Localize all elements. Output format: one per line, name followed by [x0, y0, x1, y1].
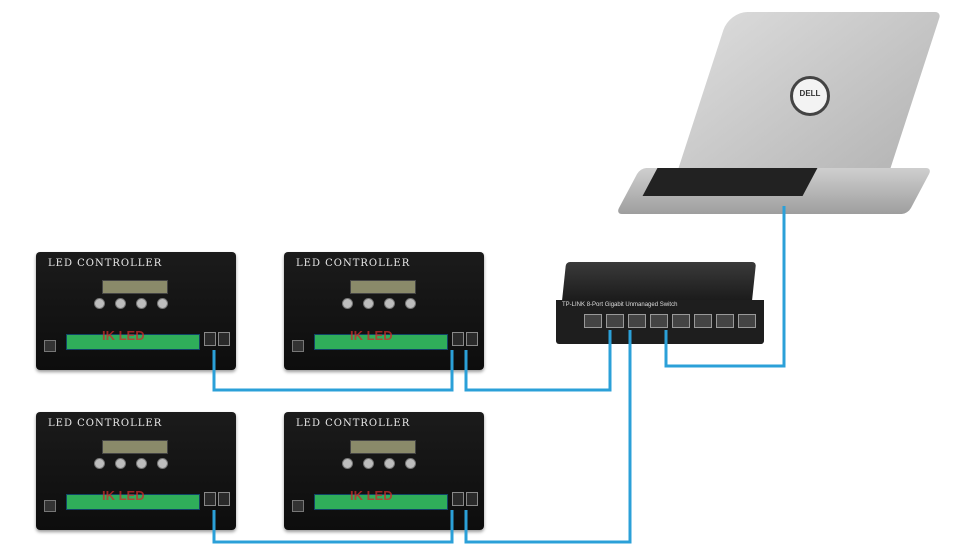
switch-brand: TP-LINK 8-Port Gigabit Unmanaged Switch [562, 302, 678, 308]
ok-button [157, 298, 168, 309]
ethernet-port [452, 492, 464, 506]
power-switch [44, 340, 56, 352]
terminal-block [314, 334, 448, 350]
controller-buttons [94, 458, 184, 472]
switch-port [738, 314, 756, 328]
switch-port [584, 314, 602, 328]
cable-controller1-to-controller2 [212, 350, 454, 392]
ethernet-ports [204, 492, 230, 506]
switch-port [650, 314, 668, 328]
network-switch: TP-LINK 8-Port Gigabit Unmanaged Switch [556, 262, 764, 344]
controller-title: LED CONTROLLER [296, 418, 411, 429]
down-button [136, 458, 147, 469]
controller-lcd [350, 440, 416, 454]
power-switch [44, 500, 56, 512]
led-controller: LED CONTROLLER IK LED [36, 412, 236, 530]
cable-controller4-to-switch [464, 330, 632, 544]
controller-brand: IK LED [350, 488, 393, 503]
ethernet-port [204, 332, 216, 346]
led-controller: LED CONTROLLER IK LED [36, 252, 236, 370]
controller-buttons [94, 298, 184, 312]
ethernet-port [466, 492, 478, 506]
ethernet-port [204, 492, 216, 506]
controller-lcd [102, 280, 168, 294]
ok-button [405, 458, 416, 469]
ethernet-ports [204, 332, 230, 346]
controller-title: LED CONTROLLER [296, 258, 411, 269]
switch-port [672, 314, 690, 328]
controller-buttons [342, 458, 432, 472]
power-switch [292, 340, 304, 352]
up-button [115, 458, 126, 469]
ethernet-ports [452, 332, 478, 346]
controller-brand: IK LED [350, 328, 393, 343]
power-switch [292, 500, 304, 512]
menu-button [342, 458, 353, 469]
menu-button [94, 458, 105, 469]
terminal-block [66, 334, 200, 350]
menu-button [342, 298, 353, 309]
controller-title: LED CONTROLLER [48, 418, 163, 429]
switch-port [694, 314, 712, 328]
down-button [384, 298, 395, 309]
menu-button [94, 298, 105, 309]
ethernet-port [218, 332, 230, 346]
ethernet-port [452, 332, 464, 346]
ethernet-port [466, 332, 478, 346]
switch-port [716, 314, 734, 328]
ethernet-port [218, 492, 230, 506]
controller-buttons [342, 298, 432, 312]
terminal-block [66, 494, 200, 510]
laptop-logo: DELL [790, 76, 830, 116]
controller-title: LED CONTROLLER [48, 258, 163, 269]
up-button [115, 298, 126, 309]
down-button [136, 298, 147, 309]
cable-controller2-to-switch [464, 330, 612, 392]
cable-controller3-to-controller4 [212, 510, 454, 544]
ok-button [405, 298, 416, 309]
switch-port [606, 314, 624, 328]
ethernet-ports [452, 492, 478, 506]
controller-body [36, 252, 236, 370]
down-button [384, 458, 395, 469]
terminal-block [314, 494, 448, 510]
controller-lcd [350, 280, 416, 294]
ok-button [157, 458, 168, 469]
up-button [363, 298, 374, 309]
controller-body [36, 412, 236, 530]
controller-brand: IK LED [102, 328, 145, 343]
switch-front: TP-LINK 8-Port Gigabit Unmanaged Switch [556, 300, 764, 344]
controller-lcd [102, 440, 168, 454]
controller-brand: IK LED [102, 488, 145, 503]
up-button [363, 458, 374, 469]
switch-port [628, 314, 646, 328]
cable-laptop-to-switch [664, 206, 786, 368]
